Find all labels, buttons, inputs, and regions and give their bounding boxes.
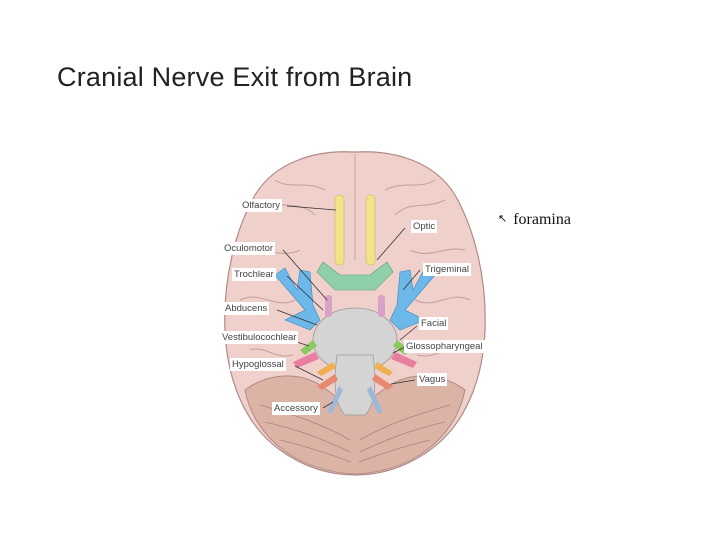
arrow-up-left-icon: ↖: [498, 213, 508, 225]
label-olfactory: Olfactory: [240, 199, 283, 212]
foramina-text: foramina: [513, 211, 571, 228]
label-hypoglossal: Hypoglossal: [230, 358, 286, 371]
medulla: [334, 354, 376, 416]
label-trochlear: Trochlear: [232, 268, 276, 281]
label-oculomotor: Oculomotor: [222, 242, 276, 255]
olfactory-left: [334, 194, 345, 266]
foramina-note: ↖ foramina: [498, 211, 571, 229]
slide-title: Cranial Nerve Exit from Brain: [57, 62, 413, 92]
label-facial: Facial: [419, 317, 449, 330]
label-trigeminal: Trigeminal: [423, 263, 471, 276]
label-abducens: Abducens: [223, 302, 270, 315]
brain-diagram: Olfactory Optic Oculomotor Trochlear Tri…: [205, 140, 505, 480]
label-vagus: Vagus: [417, 373, 448, 386]
label-optic: Optic: [411, 220, 438, 233]
label-vestibulocochlear: Vestibulocochlear: [220, 331, 299, 344]
olfactory-right: [365, 194, 376, 266]
trigeminal-left: [274, 267, 321, 331]
label-accessory: Accessory: [272, 402, 320, 415]
label-glossopharyngeal: Glossopharyngeal: [404, 340, 485, 353]
optic-chiasm: [316, 261, 394, 291]
